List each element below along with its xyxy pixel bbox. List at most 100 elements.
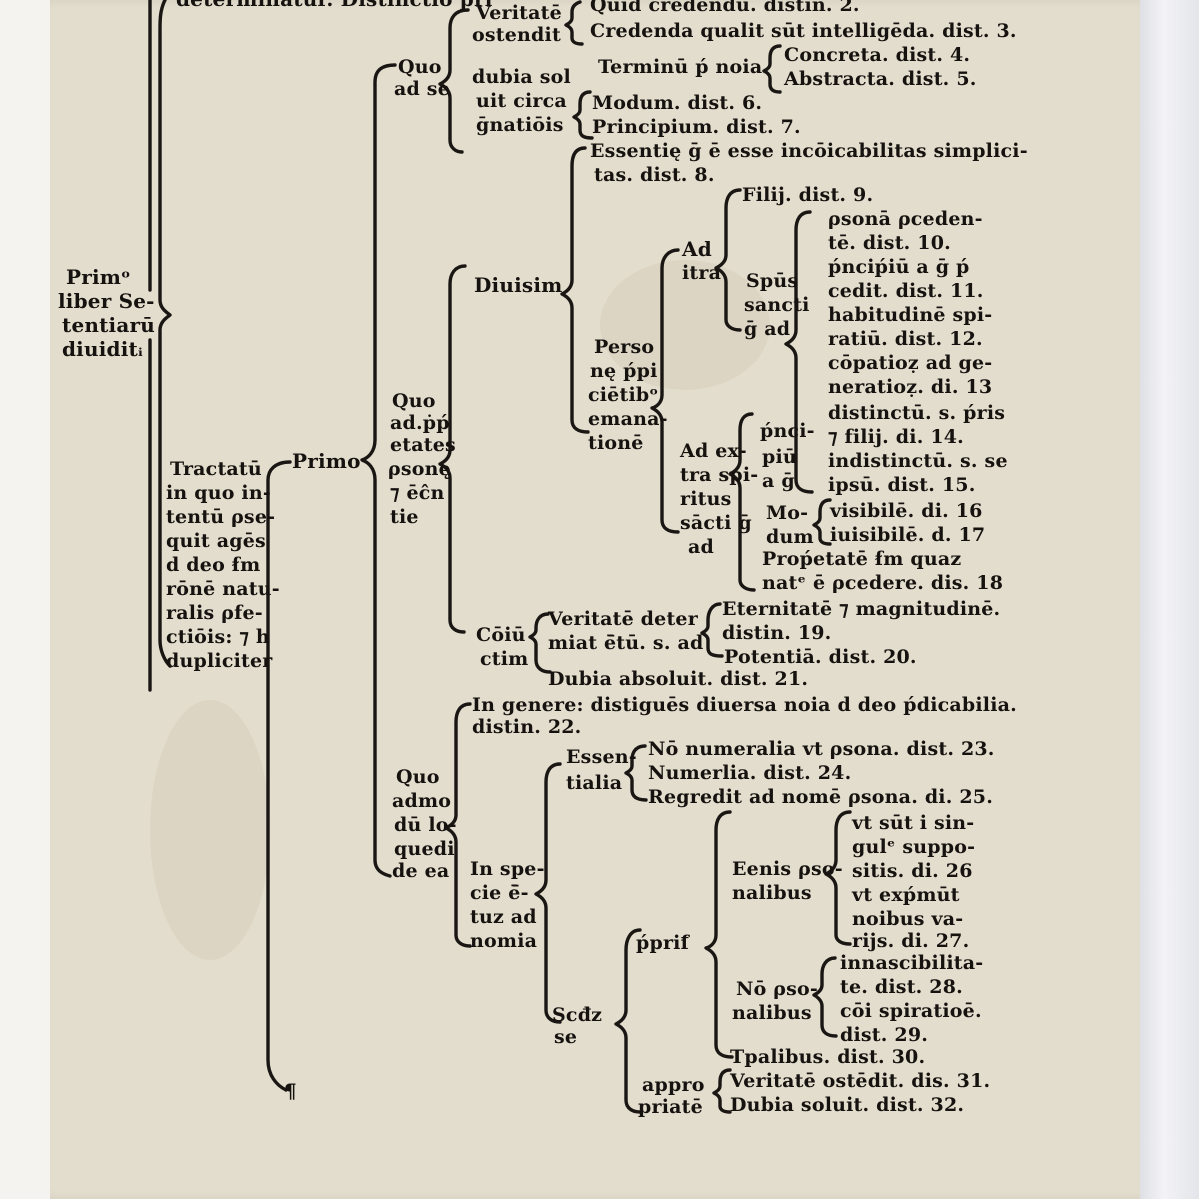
- termin-item-2: Abstracta. dist. 5.: [784, 68, 977, 90]
- in-specie-1: In spe-: [470, 858, 545, 880]
- modum-item-1: visibilē. di. 16: [830, 500, 983, 522]
- root-label-2: liber Se-: [58, 289, 155, 313]
- ad-extra-5: ad: [688, 536, 714, 558]
- appropriate-1: appro: [642, 1074, 705, 1096]
- spus-line-3: ḡ ad: [744, 318, 791, 340]
- primo-label: Primo: [292, 449, 361, 473]
- root-label-3: tentiarū: [62, 313, 155, 337]
- veritate-2: ostendit: [472, 24, 561, 46]
- tractatus-label-2: in quo in-: [166, 482, 271, 504]
- tissue-paper-background: [1140, 0, 1199, 1199]
- dubia-item-2: Principium. dist. 7.: [592, 116, 801, 138]
- proprietate-2: natᵉ ē ρcedere. dis. 18: [762, 572, 1004, 594]
- spus-item-2: tē. dist. 10.: [828, 232, 951, 254]
- ad-extra-4: sācti ḡ: [680, 512, 752, 534]
- coiuctim-bracket: [528, 612, 552, 674]
- spus-item-3: ṕnciṕiū a ḡ ṕ: [828, 256, 970, 278]
- persone-line-4: emana-: [588, 408, 668, 430]
- ad-extra-1: Ad ex-: [680, 440, 747, 462]
- filii-label: Filij. dist. 9.: [742, 184, 874, 206]
- in-specie-2: cie ē̄-: [470, 882, 529, 904]
- essentialia-bracket: [624, 744, 648, 802]
- in-genere-2: distin. 22.: [472, 716, 582, 738]
- principium-3: a ḡ: [762, 470, 795, 492]
- quo-ad-prop-label-3: etates: [390, 434, 456, 456]
- spus-item-1: ρsonā ρceden-: [828, 208, 983, 230]
- essentialia-item-1: Nō numeralia vt ρsona. dist. 23.: [648, 738, 995, 760]
- secundo-1: Scđz: [552, 1004, 603, 1026]
- modum-1: Mo-: [766, 502, 809, 524]
- temporalibus-label: Tpalibus. dist. 30.: [730, 1046, 926, 1068]
- principium-1: ṕnci-: [760, 420, 815, 442]
- quo-ad-se-label-2: ad se: [394, 78, 450, 100]
- spus-item-12: ipsū. dist. 15.: [828, 474, 976, 496]
- spus-item-4: cedit. dist. 11.: [828, 280, 984, 302]
- spus-item-10: ⁊ filij. di. 14.: [828, 426, 964, 448]
- ad-intra-bracket: [714, 188, 742, 332]
- tractatus-label-6: rōnē natu-: [166, 578, 280, 600]
- root-label-1: Primᵒ: [66, 265, 131, 289]
- eternis-item-1: vt sūt i sin-: [852, 812, 975, 834]
- tractatus-label-7: ralis ρfe-: [166, 602, 263, 624]
- quo-ad-prop-label-5: ⁊ ēĉn: [390, 482, 445, 504]
- quo-ad-prop-label-1: Quo: [392, 390, 436, 412]
- in-specie-bracket: [534, 762, 562, 1024]
- eternis-2: nalibus: [732, 882, 812, 904]
- eternitate-2: distin. 19.: [722, 622, 832, 644]
- in-specie-3: tuz ad: [470, 906, 537, 928]
- prius-bracket: [704, 810, 734, 1059]
- approp-item-2: Dubia soluit. dist. 32.: [730, 1094, 965, 1116]
- appropriate-2: priatē: [638, 1096, 703, 1118]
- non-item-1: innascibilita-: [840, 952, 984, 974]
- non-personalibus-bracket: [812, 956, 838, 1038]
- eternis-item-5: noibus va-: [852, 908, 964, 930]
- dubia-item-1: Modum. dist. 6.: [592, 92, 763, 114]
- non-item-2: te. dist. 28.: [840, 976, 963, 998]
- veritate-1: Veritatē: [476, 2, 562, 24]
- ad-extra-2: tra spi-: [680, 464, 759, 486]
- tractatus-label-1: Tractatū: [170, 458, 262, 480]
- eternis-item-3: sitis. di. 26: [852, 860, 973, 882]
- eternis-item-2: gulᵉ suppo-: [852, 836, 976, 858]
- veritate-bracket: [564, 0, 584, 46]
- non-personalibus-2: nalibus: [732, 1002, 812, 1024]
- quo-ad-se-bracket: [438, 8, 470, 154]
- persone-line-3: ciētibᵒ: [588, 384, 659, 406]
- tractatus-label-3: tentū ρse-: [166, 506, 276, 528]
- eternis-1: Eenis ρso-: [732, 858, 843, 880]
- approp-item-1: Veritatē ostēdit. dis. 31.: [730, 1070, 991, 1092]
- persone-line-2: nę ṕpi: [590, 360, 658, 382]
- quo-admodum-bracket: [444, 702, 472, 948]
- dubia-abs-label: Dubia absoluit. dist. 21.: [548, 668, 809, 690]
- veritate-det-bracket: [700, 602, 724, 658]
- quo-ad-se-label-1: Quo: [398, 56, 442, 78]
- termin-bracket: [762, 44, 782, 94]
- spus-line-1: Spūs: [746, 270, 799, 292]
- primo-bracket: [360, 63, 397, 878]
- spus-item-8: neratioẓ. di. 13: [828, 376, 993, 398]
- dubia-1: dubia sol: [472, 66, 571, 88]
- persone-line-1: Perso: [594, 336, 655, 358]
- tractatus-label-4: quit agēs: [166, 530, 266, 552]
- facing-page-edge: [0, 0, 55, 1199]
- ad-extra-3: ritus: [680, 488, 732, 510]
- persone-bracket: [650, 248, 680, 534]
- non-item-3: cōi spiratioē.: [840, 1000, 982, 1022]
- quo-ad-prop-label-4: ρsonę: [388, 458, 451, 480]
- modum-item-2: iuisibilē. d. 17: [830, 524, 986, 546]
- veritate-det-2: miat ē̄tū. s. ad: [548, 632, 704, 654]
- spus-bracket: [784, 210, 814, 494]
- tractatus-label-9: dupliciter: [166, 650, 273, 672]
- dubia-3: ḡnatiōis: [476, 114, 564, 136]
- modum-2: dum: [766, 526, 814, 548]
- essentialia-item-3: Regredit ad nomē ρsona. di. 25.: [648, 786, 994, 808]
- coiuctim-1: Cōiū: [476, 624, 526, 646]
- appropriate-bracket: [712, 1068, 732, 1114]
- non-personalibus-1: Nō ρso-: [736, 978, 818, 1000]
- quo-ad-proprietates-bracket: [438, 264, 467, 634]
- diuisim-label: Diuisim: [474, 273, 563, 297]
- in-specie-4: nomia: [470, 930, 538, 952]
- eternis-item-6: rijs. di. 27.: [852, 930, 970, 952]
